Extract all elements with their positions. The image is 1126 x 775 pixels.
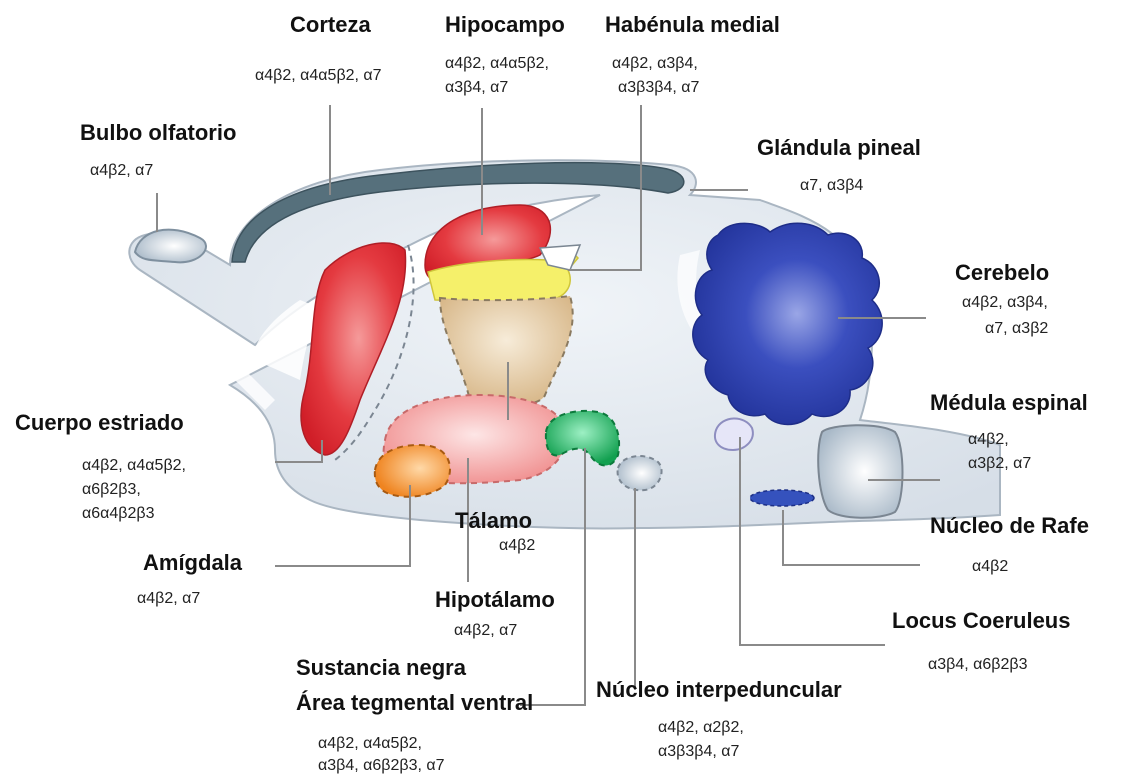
- label-vta: Área tegmental ventral: [296, 690, 533, 715]
- receptors-bulbo: α4β2, α7: [90, 162, 153, 179]
- spinal-cord-shape: [818, 425, 902, 518]
- label-habenula: Habénula medial: [605, 12, 780, 37]
- label-rafe: Núcleo de Rafe: [930, 513, 1089, 538]
- label-hipocampo: Hipocampo: [445, 12, 565, 37]
- label-medula: Médula espinal: [930, 390, 1088, 415]
- receptors-cerebelo-1: α4β2, α3β4,: [962, 294, 1048, 311]
- receptors-estriado-1: α4β2, α4α5β2,: [82, 457, 186, 474]
- receptors-estriado-2: α6β2β3,: [82, 481, 141, 498]
- receptors-cerebelo-2: α7, α3β2: [985, 320, 1048, 337]
- label-amigdala: Amígdala: [143, 550, 243, 575]
- receptors-talamo: α4β2: [499, 537, 535, 554]
- label-locus: Locus Coeruleus: [892, 608, 1070, 633]
- label-hipotalamo: Hipotálamo: [435, 587, 555, 612]
- receptors-corteza: α4β2, α4α5β2, α7: [255, 67, 382, 84]
- receptors-sustancia-2: α3β4, α6β2β3, α7: [318, 757, 445, 774]
- receptors-sustancia-1: α4β2, α4α5β2,: [318, 735, 422, 752]
- receptors-locus: α3β4, α6β2β3: [928, 656, 1028, 673]
- label-bulbo: Bulbo olfatorio: [80, 120, 236, 145]
- label-corteza: Corteza: [290, 12, 371, 37]
- receptors-habenula-2: α3β3β4, α7: [618, 79, 699, 96]
- receptors-medula-2: α3β2, α7: [968, 455, 1031, 472]
- raphe-shape: [750, 490, 814, 506]
- receptors-hipocampo-2: α3β4, α7: [445, 79, 508, 96]
- receptors-interpeduncular-1: α4β2, α2β2,: [658, 719, 744, 736]
- receptors-pineal: α7, α3β4: [800, 177, 863, 194]
- receptors-habenula-1: α4β2, α3β4,: [612, 55, 698, 72]
- receptors-rafe: α4β2: [972, 558, 1008, 575]
- receptors-amigdala: α4β2, α7: [137, 590, 200, 607]
- receptors-hipocampo-1: α4β2, α4α5β2,: [445, 55, 549, 72]
- label-sustancia: Sustancia negra: [296, 655, 467, 680]
- receptors-estriado-3: α6α4β2β3: [82, 505, 155, 522]
- label-interpeduncular: Núcleo interpeduncular: [596, 677, 842, 702]
- label-talamo: Tálamo: [455, 508, 532, 533]
- label-estriado: Cuerpo estriado: [15, 410, 184, 435]
- locus-coeruleus-shape: [715, 418, 753, 450]
- receptors-hipotalamo: α4β2, α7: [454, 622, 517, 639]
- receptors-interpeduncular-2: α3β3β4, α7: [658, 743, 739, 760]
- interpeduncular-shape: [618, 456, 662, 490]
- label-cerebelo: Cerebelo: [955, 260, 1049, 285]
- label-pineal: Glándula pineal: [757, 135, 921, 160]
- receptors-medula-1: α4β2,: [968, 431, 1009, 448]
